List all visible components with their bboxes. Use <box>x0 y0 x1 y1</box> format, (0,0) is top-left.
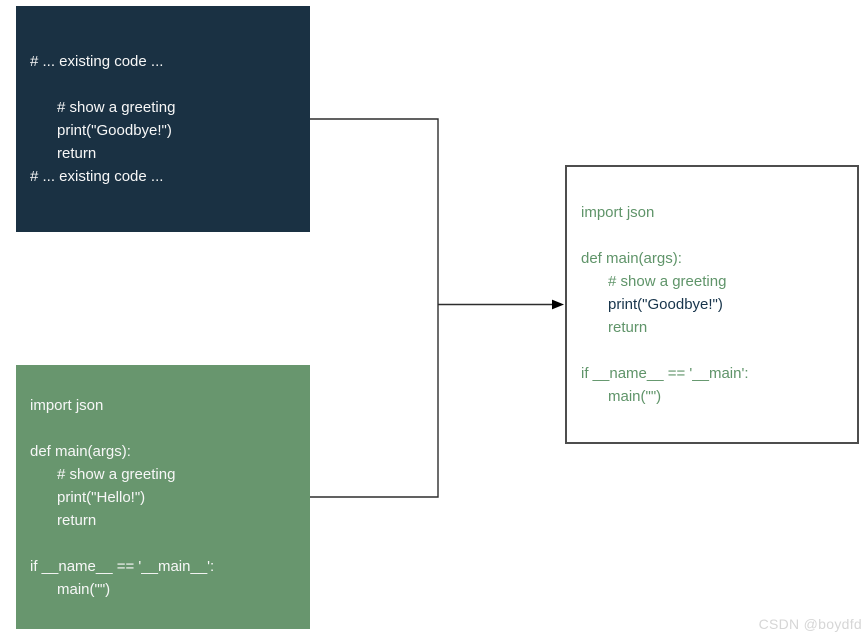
code-line: # ... existing code ... <box>30 53 164 70</box>
code-line <box>16 73 310 96</box>
original-file-box: import json def main(args): # show a gree… <box>16 365 310 629</box>
code-line: # show a greeting <box>57 465 176 483</box>
code-line: # ... existing code ... <box>30 168 164 185</box>
code-line: if __name__ == '__main': <box>581 365 749 382</box>
code-line: main("") <box>57 580 111 598</box>
code-line <box>567 339 857 362</box>
code-line: import json <box>30 396 104 414</box>
code-line: print("Hello!") <box>57 488 146 506</box>
code-line: main("") <box>608 388 662 405</box>
merged-result-box: import json def main(args): # show a gree… <box>565 165 859 444</box>
code-line: return <box>608 319 648 336</box>
code-line: print("Goodbye!") <box>608 296 723 313</box>
code-line <box>567 224 857 247</box>
code-line <box>16 532 310 555</box>
code-line: print("Goodbye!") <box>57 122 172 139</box>
arrowhead-icon <box>552 299 564 310</box>
code-line: if __name__ == '__main__': <box>30 557 215 575</box>
code-line: def main(args): <box>581 250 682 267</box>
code-line: import json <box>581 204 655 221</box>
code-line: def main(args): <box>30 442 131 460</box>
existing-code-snippet-box: # ... existing code ... # show a greetin… <box>16 6 310 232</box>
code-line <box>16 417 310 440</box>
code-line: return <box>57 511 97 529</box>
code-line: # show a greeting <box>608 273 727 290</box>
code-line: return <box>57 145 97 162</box>
code-line: # show a greeting <box>57 99 176 116</box>
merge-bracket-line <box>310 118 439 498</box>
watermark: CSDN @boydfd <box>758 616 862 632</box>
